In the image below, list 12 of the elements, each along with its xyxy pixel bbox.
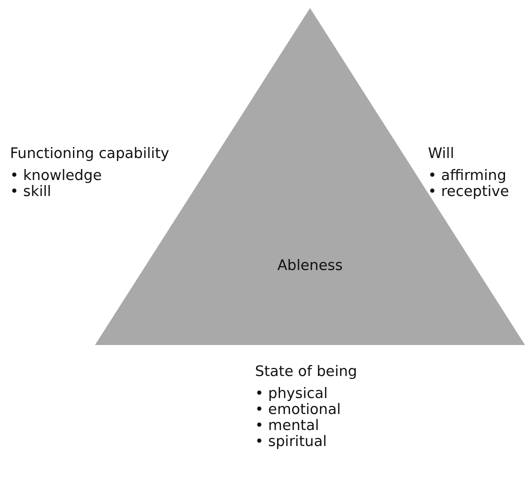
bullet-item: • mental: [255, 418, 320, 434]
bullet-item: • affirming: [428, 168, 508, 184]
bullet-item: • skill: [10, 184, 52, 200]
side-heading: Functioning capability: [10, 146, 170, 162]
bullet-item: • physical: [255, 386, 329, 402]
bullet-item: • emotional: [255, 402, 342, 418]
bullet-item: • spiritual: [255, 434, 328, 450]
bullet-item: • receptive: [428, 184, 510, 200]
side-heading: State of being: [255, 364, 358, 380]
side-heading: Will: [428, 146, 456, 162]
node-label: Ableness: [277, 258, 343, 274]
bullet-item: • knowledge: [10, 168, 103, 184]
